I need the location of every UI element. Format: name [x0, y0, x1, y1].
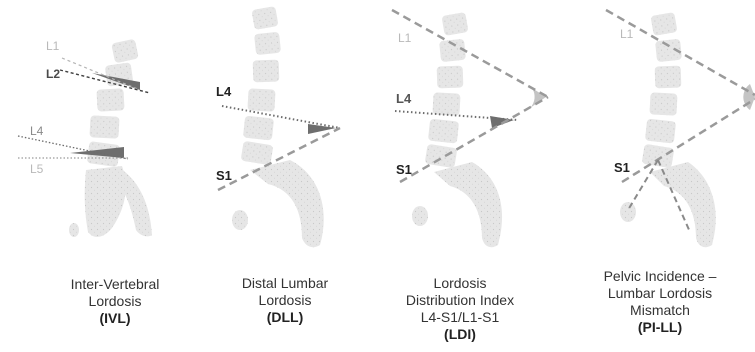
label-l4: L4: [216, 84, 232, 99]
sacrum: [650, 162, 716, 247]
vertebra-s: [425, 144, 458, 168]
caption-dll: Distal Lumbar Lordosis (DLL): [205, 275, 365, 326]
label-s1: S1: [396, 162, 412, 177]
caption-ivl: Inter-Vertebral Lordosis (IVL): [20, 276, 210, 327]
spine-ldi: [412, 12, 502, 247]
vertebra-l5: [645, 119, 676, 144]
vertebra-l4: [649, 92, 677, 115]
label-s1: S1: [216, 168, 232, 183]
label-l1: L1: [398, 31, 412, 45]
caption-abbr: (DLL): [205, 309, 365, 326]
caption-abbr: (PI-LL): [575, 319, 745, 336]
vertebra-l3: [655, 66, 682, 89]
spine-pi-ll: [620, 12, 716, 247]
line-l1: [392, 10, 548, 97]
spine-ivl: [69, 39, 152, 237]
vertebra-l1: [441, 12, 468, 36]
label-l5: L5: [30, 162, 44, 176]
panel-ldi: L1 L4 S1: [392, 10, 548, 247]
femoral-head: [69, 223, 79, 237]
vertebra-l1: [251, 6, 278, 30]
caption-line: Pelvic Incidence –: [604, 268, 717, 284]
vertebra-l3: [437, 66, 464, 89]
caption-pi-ll: Pelvic Incidence – Lumbar Lordosis Misma…: [575, 268, 745, 336]
vertebra-l5: [243, 116, 274, 141]
sacrum: [434, 162, 502, 247]
vertebra-l4: [247, 88, 275, 111]
vertebra-s: [642, 144, 675, 168]
caption-abbr: (IVL): [20, 310, 210, 327]
sacrum: [250, 160, 324, 247]
caption-ldi: Lordosis Distribution Index L4-S1/L1-S1 …: [380, 275, 540, 343]
vertebra-l3: [253, 60, 280, 83]
vertebra-l2: [254, 32, 281, 55]
label-l4: L4: [396, 91, 412, 106]
line-pi-femoral: [628, 160, 658, 210]
caption-line: Lordosis: [259, 292, 312, 308]
vertebra-l5: [428, 119, 459, 144]
vertebra-s: [241, 141, 274, 165]
angle-wedge: [308, 124, 336, 134]
panel-ivl: L1 L2 L4 L5: [18, 39, 152, 237]
caption-line: Distal Lumbar: [242, 275, 328, 291]
caption-abbr: (LDI): [380, 326, 540, 343]
caption-line: Lordosis: [434, 275, 487, 291]
panel-pi-ll: L1 S1: [606, 10, 755, 247]
caption-line: Lumbar Lordosis: [608, 285, 712, 301]
caption-line: Mismatch: [630, 302, 690, 318]
label-l4: L4: [30, 124, 44, 138]
caption-line: L4-S1/L1-S1: [421, 309, 500, 325]
femoral-head: [620, 202, 636, 222]
vertebra-l1: [111, 39, 139, 64]
label-l2: L2: [46, 67, 60, 81]
label-l1: L1: [620, 27, 634, 41]
vertebra-l4: [89, 115, 119, 138]
vertebra-l4: [432, 92, 460, 115]
panel-dll: L4 S1: [216, 6, 340, 247]
angle-wedge-l1-s1: [530, 88, 546, 108]
label-l1: L1: [46, 39, 60, 53]
line-l4: [222, 106, 340, 128]
vertebra-l1: [650, 12, 677, 36]
femoral-head: [412, 206, 428, 226]
caption-line: Lordosis: [89, 293, 142, 309]
femoral-head: [232, 210, 248, 230]
caption-line: Distribution Index: [406, 292, 514, 308]
caption-line: Inter-Vertebral: [71, 276, 160, 292]
vertebra-l3: [96, 88, 124, 111]
label-s1: S1: [614, 160, 630, 175]
